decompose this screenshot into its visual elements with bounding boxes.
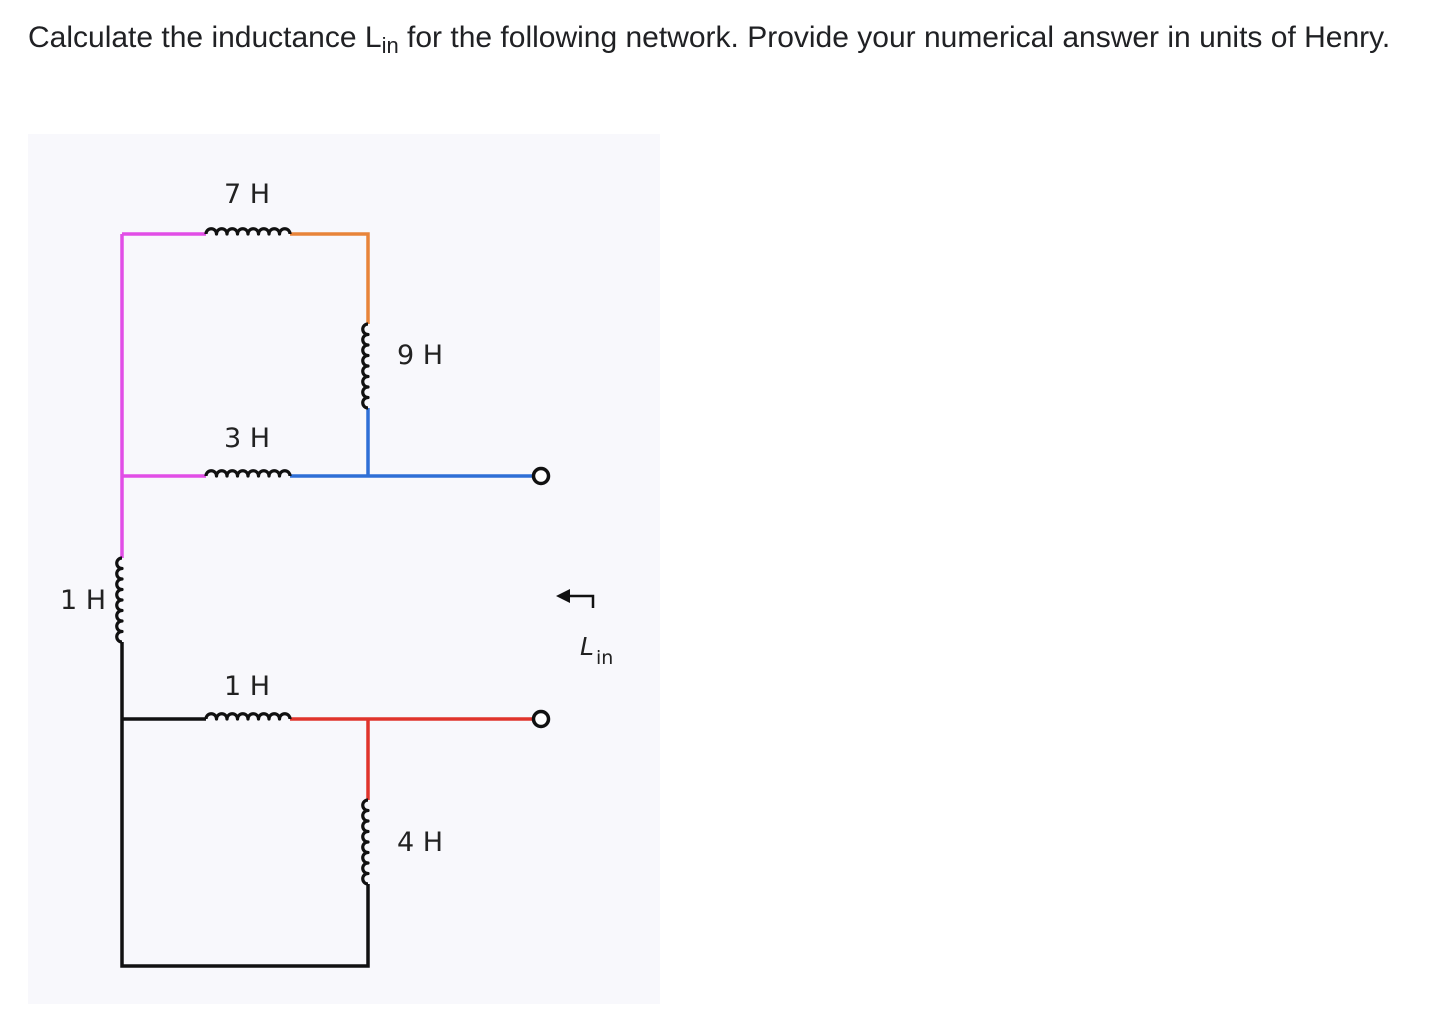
black-wires <box>120 642 370 968</box>
label-7h: 7 H <box>224 179 270 210</box>
inductor-1h-left-coil <box>115 556 124 644</box>
label-3h: 3 H <box>224 423 270 454</box>
input-arrow-icon <box>556 589 595 608</box>
question-text-after: for the following network. Provide your … <box>398 21 1391 54</box>
inductor-4h-coil <box>361 798 370 886</box>
question-text-before: Calculate the inductance L <box>28 21 382 54</box>
terminal-bottom <box>531 709 551 729</box>
label-9h: 9 H <box>397 340 443 371</box>
inductor-1h-lower-coil <box>204 712 292 721</box>
circuit-diagram: 7 H 9 H 3 H 1 H 1 H 4 H L in <box>60 179 613 968</box>
label-4h: 4 H <box>397 827 443 858</box>
inductor-3h-coil <box>204 469 292 478</box>
label-lin-main: L <box>580 632 594 661</box>
red-wires <box>290 717 534 800</box>
orange-wires <box>290 232 370 324</box>
label-1h-lower: 1 H <box>224 671 270 702</box>
inductor-9h-coil <box>361 322 370 410</box>
circuit-figure: 7 H 9 H 3 H 1 H 1 H 4 H L in <box>28 134 660 1004</box>
magenta-wires <box>120 232 206 558</box>
question-subscript: in <box>381 33 399 58</box>
inductor-7h-coil <box>204 227 292 236</box>
question-text: Calculate the inductance Lin for the fol… <box>28 14 1418 62</box>
blue-wires <box>290 408 534 478</box>
label-1h-left: 1 H <box>60 585 106 616</box>
terminal-top <box>531 466 551 486</box>
label-lin-sub: in <box>596 647 613 669</box>
